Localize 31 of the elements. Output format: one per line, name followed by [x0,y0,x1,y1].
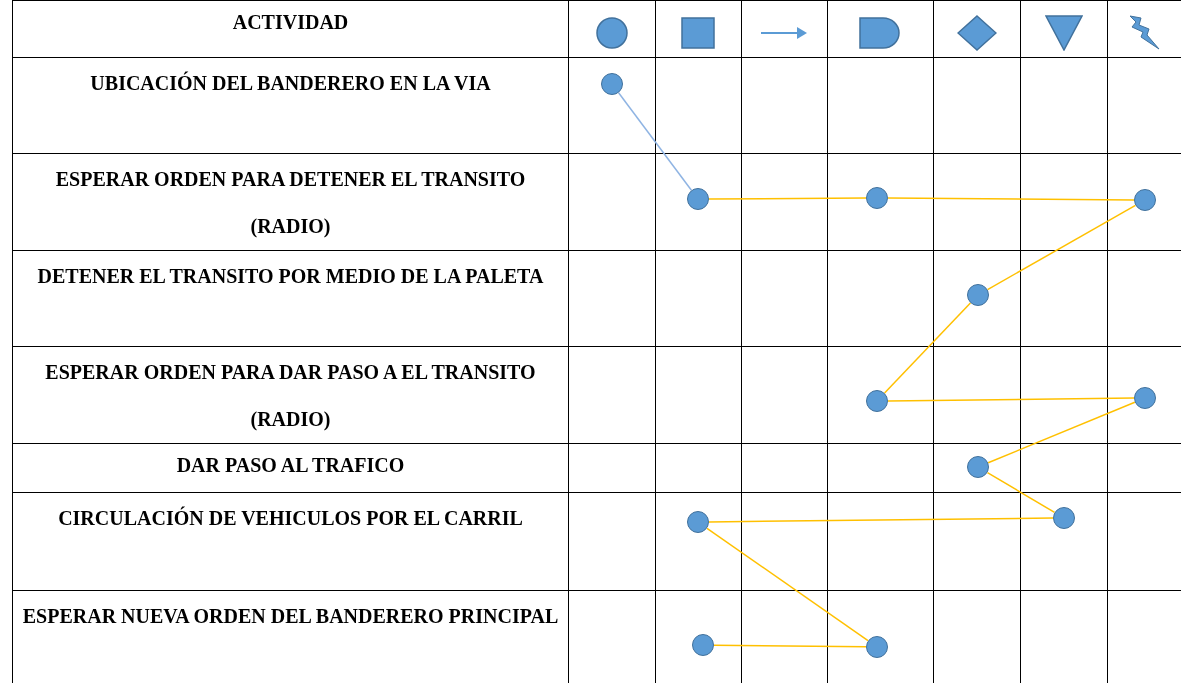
step-dot [967,284,989,306]
connector-line [713,644,867,648]
connector-line [706,527,869,642]
activity-text: DETENER EL TRANSITO POR MEDIO DE LA PALETA [36,264,545,289]
activity-text: ESPERAR NUEVA ORDEN DEL BANDERERO PRINCIPAL [21,604,560,629]
step-dot [967,456,989,478]
connector-line [708,197,867,200]
step-dot [866,187,888,209]
step-dot [601,73,623,95]
connector-line [883,302,972,394]
activity-text: CIRCULACIÓN DE VEHICULOS POR EL CARRIL [57,505,524,531]
step-dot [866,390,888,412]
column-header: ACTIVIDAD [231,10,350,35]
step-dot [1134,387,1156,409]
activity-text: ESPERAR ORDEN PARA DETENER EL TRANSITO (RADIO) [54,167,527,240]
connector-line [887,197,1135,201]
activity-text: ESPERAR ORDEN PARA DAR PASO A EL TRANSITO (RADIO) [44,360,537,433]
activity-text: DAR PASO AL TRAFICO [175,453,406,478]
step-dot [1134,189,1156,211]
connector-line [708,517,1054,523]
connector-line [986,204,1137,291]
connector-line [986,471,1056,514]
connector-line [887,397,1135,402]
connector-line [617,92,693,191]
step-dot [687,188,709,210]
activity-text: UBICACIÓN DEL BANDERERO EN LA VIA [89,70,492,96]
step-dot [692,634,714,656]
connector-line [987,401,1136,464]
step-dot [1053,507,1075,529]
step-dot [866,636,888,658]
step-dot [687,511,709,533]
